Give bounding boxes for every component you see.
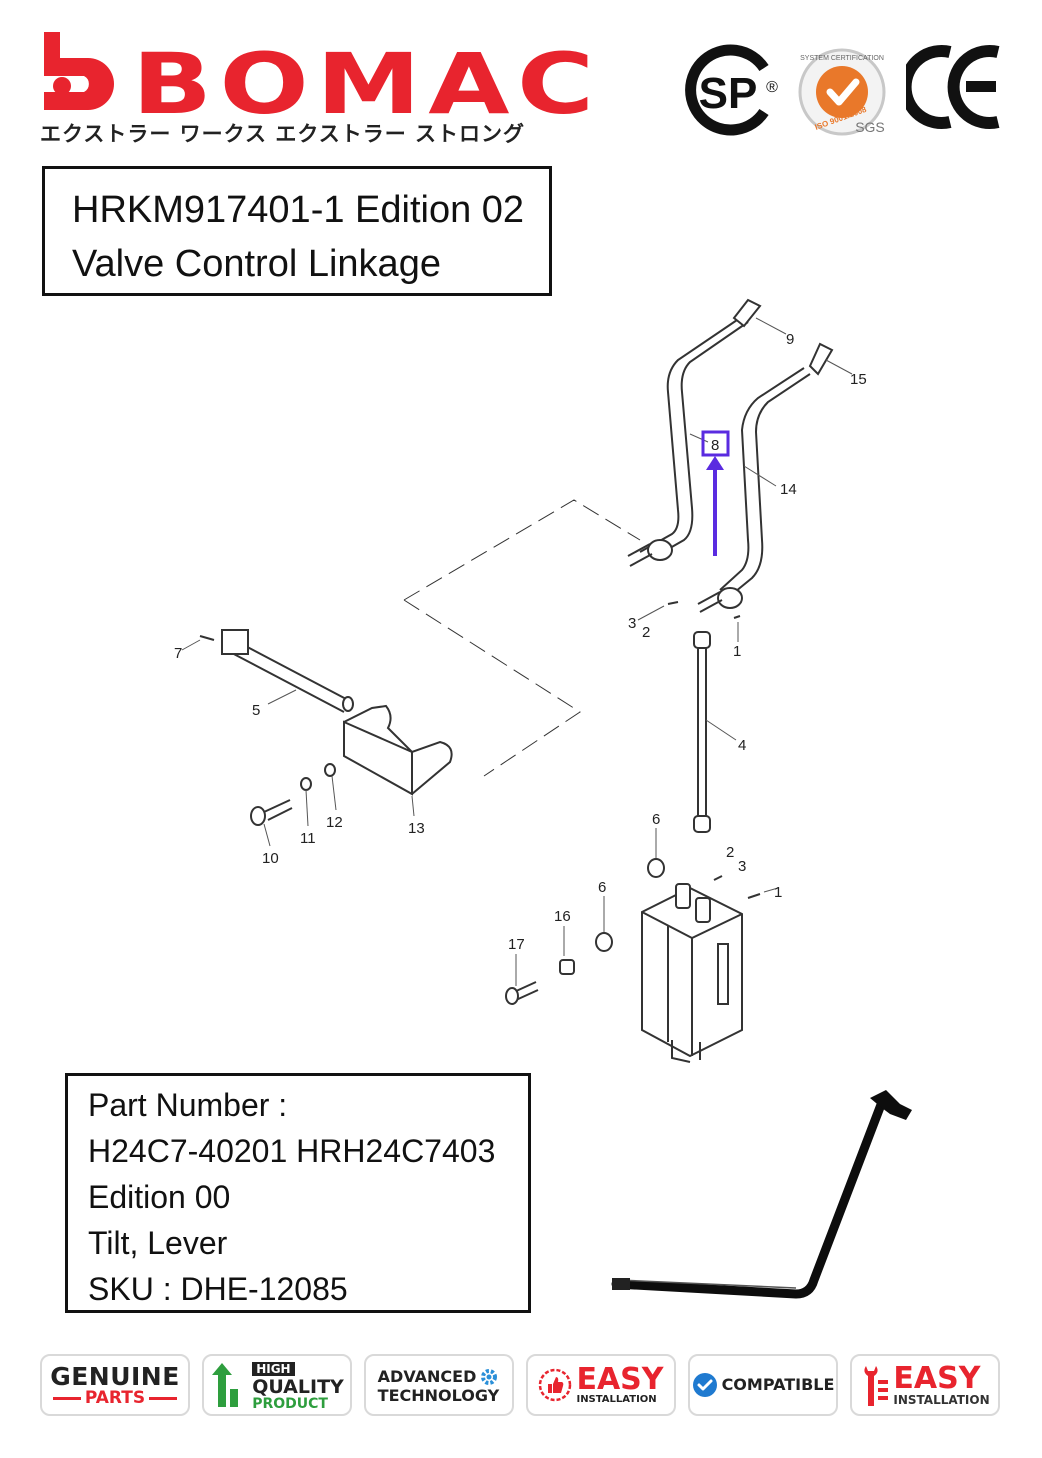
callout-label: 9 xyxy=(786,331,794,348)
badge-line: EASY xyxy=(893,1361,981,1396)
callout-label: 11 xyxy=(300,830,316,847)
badge-line: INSTALLATION xyxy=(576,1394,657,1405)
knob-9 xyxy=(732,298,762,328)
rod-4 xyxy=(697,640,707,828)
callout-label: 10 xyxy=(262,850,279,867)
gear-icon xyxy=(481,1369,498,1385)
check-circle-icon xyxy=(692,1373,717,1397)
callout-label: 4 xyxy=(738,737,746,754)
knob-15 xyxy=(808,342,834,376)
callout-label: 6 xyxy=(598,879,606,896)
callout-label: 16 xyxy=(554,908,571,925)
badge-line: HIGH xyxy=(252,1361,295,1376)
lever-8 xyxy=(639,317,741,553)
badge-easy-installation: EASY INSTALLATION xyxy=(526,1354,676,1416)
part-numbers: H24C7-40201 HRH24C7403 xyxy=(88,1133,496,1169)
callout-label: 14 xyxy=(780,481,797,498)
badge-line: QUALITY xyxy=(252,1375,344,1398)
badge-genuine-parts: GENUINE PARTS xyxy=(40,1354,190,1416)
callout-label: 7 xyxy=(174,645,182,662)
callout-label: 2 xyxy=(642,624,650,641)
exploded-parts-diagram: 9 15 8 14 3 2 1 7 5 4 12 13 11 10 6 2 3 … xyxy=(174,298,867,1063)
document-subtitle: Valve Control Linkage xyxy=(72,243,441,285)
badge-line: TECHNOLOGY xyxy=(377,1386,500,1405)
badge-easy-installation-wrench: EASY INSTALLATION xyxy=(850,1354,1000,1416)
part-number-label: Part Number : xyxy=(88,1087,288,1123)
podium-icon xyxy=(212,1363,239,1407)
part-edition: Edition 00 xyxy=(88,1179,231,1215)
product-photo-tilt-lever xyxy=(611,1090,912,1299)
callout-label: 8 xyxy=(711,437,719,454)
badge-line: INSTALLATION xyxy=(893,1393,990,1407)
part-name: Tilt, Lever xyxy=(88,1225,228,1261)
badge-line: PRODUCT xyxy=(252,1395,328,1412)
callout-label: 1 xyxy=(774,884,782,901)
iso-ring-text: SYSTEM CERTIFICATION xyxy=(800,55,884,62)
callout-label: 15 xyxy=(850,371,867,388)
csa-certification-icon: SP ® xyxy=(685,44,778,136)
callout-label: 3 xyxy=(628,615,636,632)
iso-certification-seal-icon: SYSTEM CERTIFICATION ISO 9001:2008 SGS xyxy=(798,48,886,136)
callout-label: 1 xyxy=(733,643,741,660)
brand-mark-icon xyxy=(44,32,114,110)
badge-line: PARTS xyxy=(84,1387,146,1408)
thumbs-up-icon xyxy=(539,1368,572,1402)
badge-line: GENUINE xyxy=(50,1361,180,1391)
wrench-icon xyxy=(864,1366,889,1406)
brand-tagline: エクストラー ワークス エクストラー ストロング xyxy=(40,122,526,146)
bracket-13 xyxy=(343,704,453,796)
callout-label: 12 xyxy=(326,814,343,831)
sgs-text: SGS xyxy=(855,119,885,135)
ce-mark-icon: CE xyxy=(906,45,1000,129)
lever-14 xyxy=(719,367,805,591)
part-info-box: Part Number : H24C7-40201 HRH24C7403 Edi… xyxy=(65,1073,531,1313)
brand-name: BOMAC xyxy=(132,35,602,133)
rule-lines-icon xyxy=(52,1396,81,1400)
badge-advanced-technology: ADVANCED TECHNOLOGY xyxy=(364,1354,514,1416)
registered-mark: ® xyxy=(766,79,778,96)
badge-line: EASY xyxy=(576,1362,664,1397)
part-sku: SKU : DHE-12085 xyxy=(88,1271,348,1307)
badge-line: ADVANCED xyxy=(377,1367,477,1386)
badge-high-quality: HIGH QUALITY PRODUCT xyxy=(202,1354,352,1416)
highlight-box xyxy=(701,430,730,457)
csa-letters: SP xyxy=(699,69,758,118)
callout-label: 17 xyxy=(508,936,525,953)
badge-compatible: COMPATIBLE xyxy=(688,1354,838,1416)
badge-line: COMPATIBLE xyxy=(721,1375,835,1394)
callout-label: 13 xyxy=(408,820,425,837)
shaft-5 xyxy=(229,639,349,713)
callout-label: 2 xyxy=(726,844,734,861)
feature-badges: GENUINE PARTS HIGH QUALITY PRODUCT ADVAN… xyxy=(40,1354,1002,1420)
callout-label: 5 xyxy=(252,702,260,719)
callout-label: 3 xyxy=(738,858,746,875)
callout-label: 6 xyxy=(652,811,660,828)
document-code-title: HRKM917401-1 Edition 02 xyxy=(72,189,525,231)
title-box: HRKM917401-1 Edition 02 Valve Control Li… xyxy=(42,166,552,296)
